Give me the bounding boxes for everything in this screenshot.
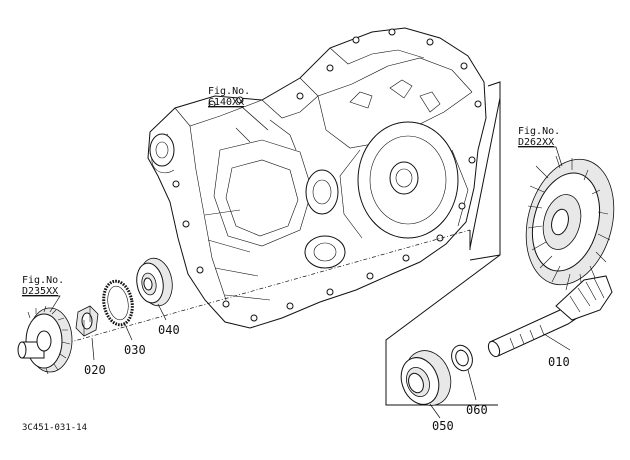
fig-ref-d262-code[interactable]: D262XX — [518, 137, 554, 148]
leader-050 — [429, 403, 441, 419]
part-number-060[interactable]: 060 — [466, 403, 488, 417]
part-number-050[interactable]: 050 — [432, 419, 454, 433]
leader-030 — [123, 321, 133, 341]
fig-ref-d262-prefix: Fig.No. — [518, 126, 560, 137]
leader-060 — [467, 369, 477, 401]
bearing-050 — [400, 350, 452, 406]
leader-d235 — [22, 295, 61, 313]
assembly-bracket-frame — [385, 81, 501, 406]
leader-c140 — [208, 106, 269, 131]
nut-020 — [75, 305, 99, 337]
bevel-gear-ring — [525, 155, 615, 291]
leader-040 — [157, 303, 167, 321]
leader-d262 — [518, 146, 563, 167]
spacer-ring-060 — [451, 344, 473, 372]
pinion-shaft — [487, 275, 613, 358]
part-number-020[interactable]: 020 — [84, 363, 106, 377]
leader-010 — [543, 333, 571, 351]
part-number-040[interactable]: 040 — [158, 323, 180, 337]
assembly-axis-line — [59, 229, 471, 346]
drawing-number: 3C451-031-14 — [22, 423, 87, 433]
snap-ring-030 — [102, 279, 134, 327]
spur-gear — [17, 305, 73, 375]
fig-ref-d235-code[interactable]: D235XX — [22, 286, 58, 297]
transmission-case — [147, 27, 487, 329]
fig-ref-c140-prefix: Fig.No. — [208, 86, 250, 97]
part-number-030[interactable]: 030 — [124, 343, 146, 357]
leader-020 — [91, 337, 95, 361]
fig-ref-c140-code[interactable]: C140XX — [208, 97, 244, 108]
bearing-040 — [136, 257, 173, 307]
fig-ref-d235-prefix: Fig.No. — [22, 275, 64, 286]
part-number-010[interactable]: 010 — [548, 355, 570, 369]
